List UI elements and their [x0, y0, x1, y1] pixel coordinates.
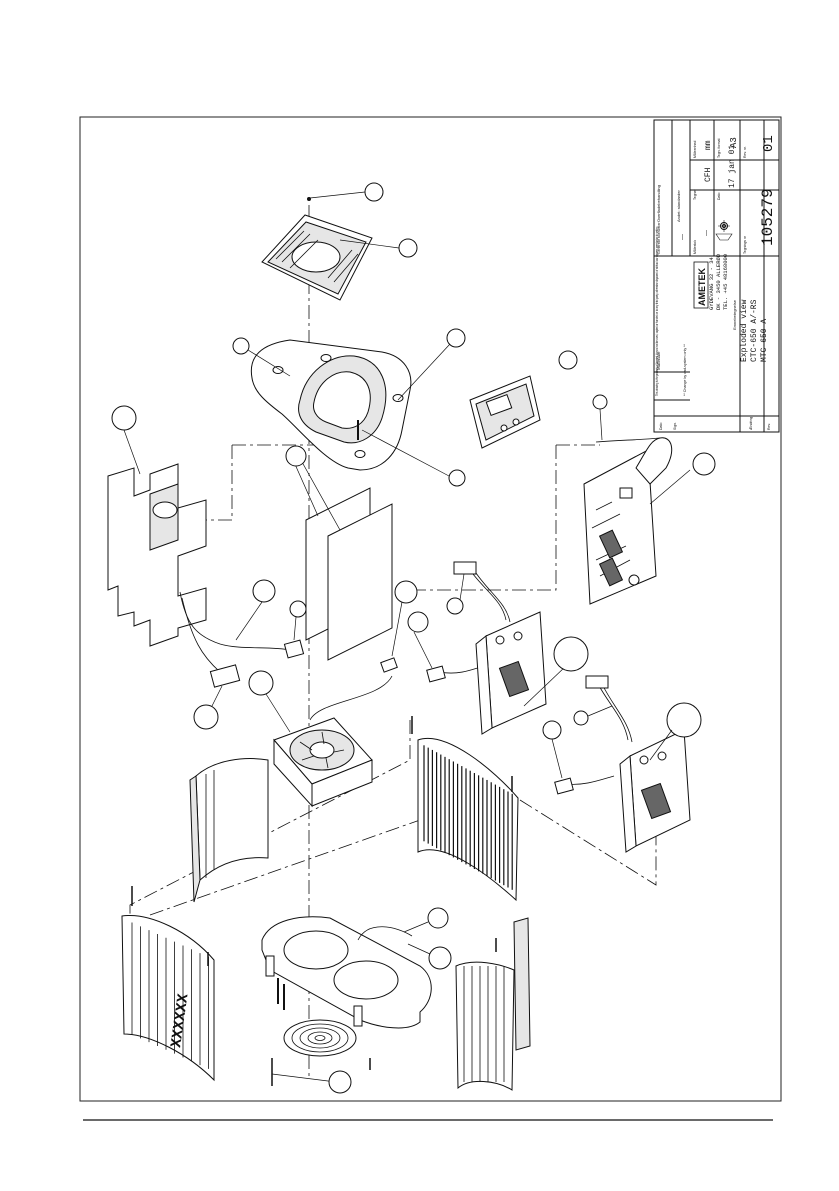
overflade-value: Andet: standarder — [676, 190, 681, 222]
balloon-16 — [553, 636, 589, 672]
cables — [179, 561, 633, 795]
balloon-12 — [289, 600, 307, 641]
screws — [131, 716, 513, 1086]
maaleenhed-value: mm — [704, 140, 713, 150]
bottom-fan-guard — [283, 1019, 357, 1057]
power-entry-module-a — [475, 611, 567, 735]
format-value: A3 — [729, 137, 739, 148]
maalestok-label: Målestok — [693, 240, 697, 254]
rev-col-2: Ændring — [749, 417, 753, 430]
tegner-label: Tegner — [693, 188, 697, 200]
generelle-label: Generelle tolerancer — [657, 221, 661, 254]
side-cover-right — [455, 917, 531, 1091]
balloon-14 — [407, 611, 433, 669]
insulation-sheets — [293, 461, 393, 661]
main-pcb — [583, 437, 691, 605]
emne-line-2: CTC-650 A/-RS — [750, 299, 759, 362]
balloon-21 — [542, 720, 563, 779]
balloon-24 — [328, 1070, 352, 1094]
address-line-2: DK - 3450 ALLERØD — [715, 253, 722, 310]
power-entry-module-b — [619, 729, 691, 853]
rev-value: 01 — [761, 135, 777, 152]
balloon-1 — [364, 182, 384, 202]
heatsink-finned — [417, 738, 519, 902]
emne-line-3: MTC-650 A — [760, 319, 769, 362]
item-balloons — [111, 182, 716, 1094]
base-plate — [261, 916, 432, 1029]
format-label: Tegn. format — [717, 139, 721, 158]
materiale-label: Materiale — [656, 351, 661, 370]
tegner-value: CFH — [704, 167, 713, 182]
top-housing — [250, 339, 412, 471]
projection-symbol-icon — [715, 220, 733, 241]
balloon-7 — [592, 394, 608, 441]
balloon-4 — [397, 328, 466, 401]
maalestok-value: — — [704, 230, 710, 236]
dato-value: 17 jan 01 — [728, 145, 737, 188]
address-line-1: GYDEVANG 32 - 34 — [708, 256, 715, 310]
maaleenhed-label: Måleenhed — [693, 141, 697, 158]
rev-label: Rev. nr. — [743, 146, 747, 158]
balloon-15 — [446, 573, 465, 615]
balloon-10 — [692, 452, 716, 476]
rev-col-3: Dato — [659, 423, 663, 430]
emne-label: Emnebetegnelse — [732, 299, 737, 330]
balloon-8 — [285, 445, 307, 467]
side-cover-left: XXXXXX — [121, 914, 215, 1082]
balloon-19 — [649, 702, 702, 761]
generelle-value: — — [680, 234, 686, 240]
balloon-23 — [407, 943, 452, 970]
company-name: AMETEK — [697, 268, 707, 307]
balloon-17 — [248, 670, 291, 733]
address-line-3: TEL. +45 48168000 — [722, 254, 729, 310]
rev-col-1: Rev. — [767, 423, 771, 430]
copyright-note: This drawing is the property of Ametek. … — [655, 226, 659, 396]
dato-label: Dato — [717, 193, 721, 200]
balloon-2 — [339, 238, 418, 258]
balloon-6 — [111, 405, 137, 431]
balloon-22 — [403, 907, 449, 933]
display-module — [469, 375, 541, 449]
rev-col-4: Sign. — [673, 422, 677, 430]
top-grille-plate — [261, 191, 373, 301]
balloon-18 — [193, 685, 223, 730]
balloon-13 — [391, 580, 418, 657]
left-bracket-frame — [107, 429, 207, 647]
balloon-9 — [361, 429, 466, 487]
heatsink-left-half — [189, 758, 269, 903]
cooling-fan — [273, 657, 398, 808]
overflade-label: Overfladebehandling — [656, 185, 661, 222]
ametek-logo: AMETEK — [693, 261, 709, 309]
title-block: Overfladebehandling Andet: standarder Ge… — [653, 119, 780, 433]
drawing-frame — [79, 116, 782, 1102]
balloon-3 — [232, 337, 291, 377]
balloon-11 — [235, 579, 276, 641]
tegningsnr-value: 105279 — [759, 188, 777, 246]
balloon-5 — [558, 350, 578, 370]
tegningsnr-label: Tegnings nr — [743, 235, 747, 254]
emne-line-1: Exploded view — [740, 299, 749, 362]
change-note: ** Change by cad-system only ** — [683, 343, 687, 396]
balloon-20 — [573, 705, 613, 726]
